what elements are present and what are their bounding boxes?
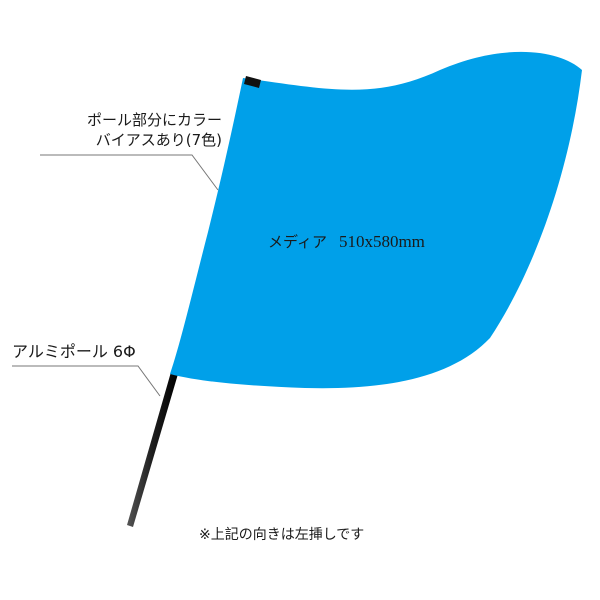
pole-leader-line [12, 365, 161, 397]
pole-tip-bias [244, 76, 261, 88]
bias-callout: ポール部分にカラー バイアスあり(7色) [40, 110, 222, 150]
bias-callout-line2: バイアスあり(7色) [95, 131, 222, 149]
media-label: メディア [268, 233, 327, 251]
media-size-label: メディア 510x580mm [268, 232, 425, 252]
flag-media [170, 51, 582, 389]
media-size: 510x580mm [338, 232, 425, 251]
aluminum-pole [127, 372, 178, 527]
pole-callout: アルミポール 6Φ [12, 342, 136, 361]
insertion-note: ※上記の向きは左挿しです [199, 527, 365, 543]
bias-leader-line [40, 154, 219, 191]
bias-callout-line1: ポール部分にカラー [86, 111, 222, 129]
